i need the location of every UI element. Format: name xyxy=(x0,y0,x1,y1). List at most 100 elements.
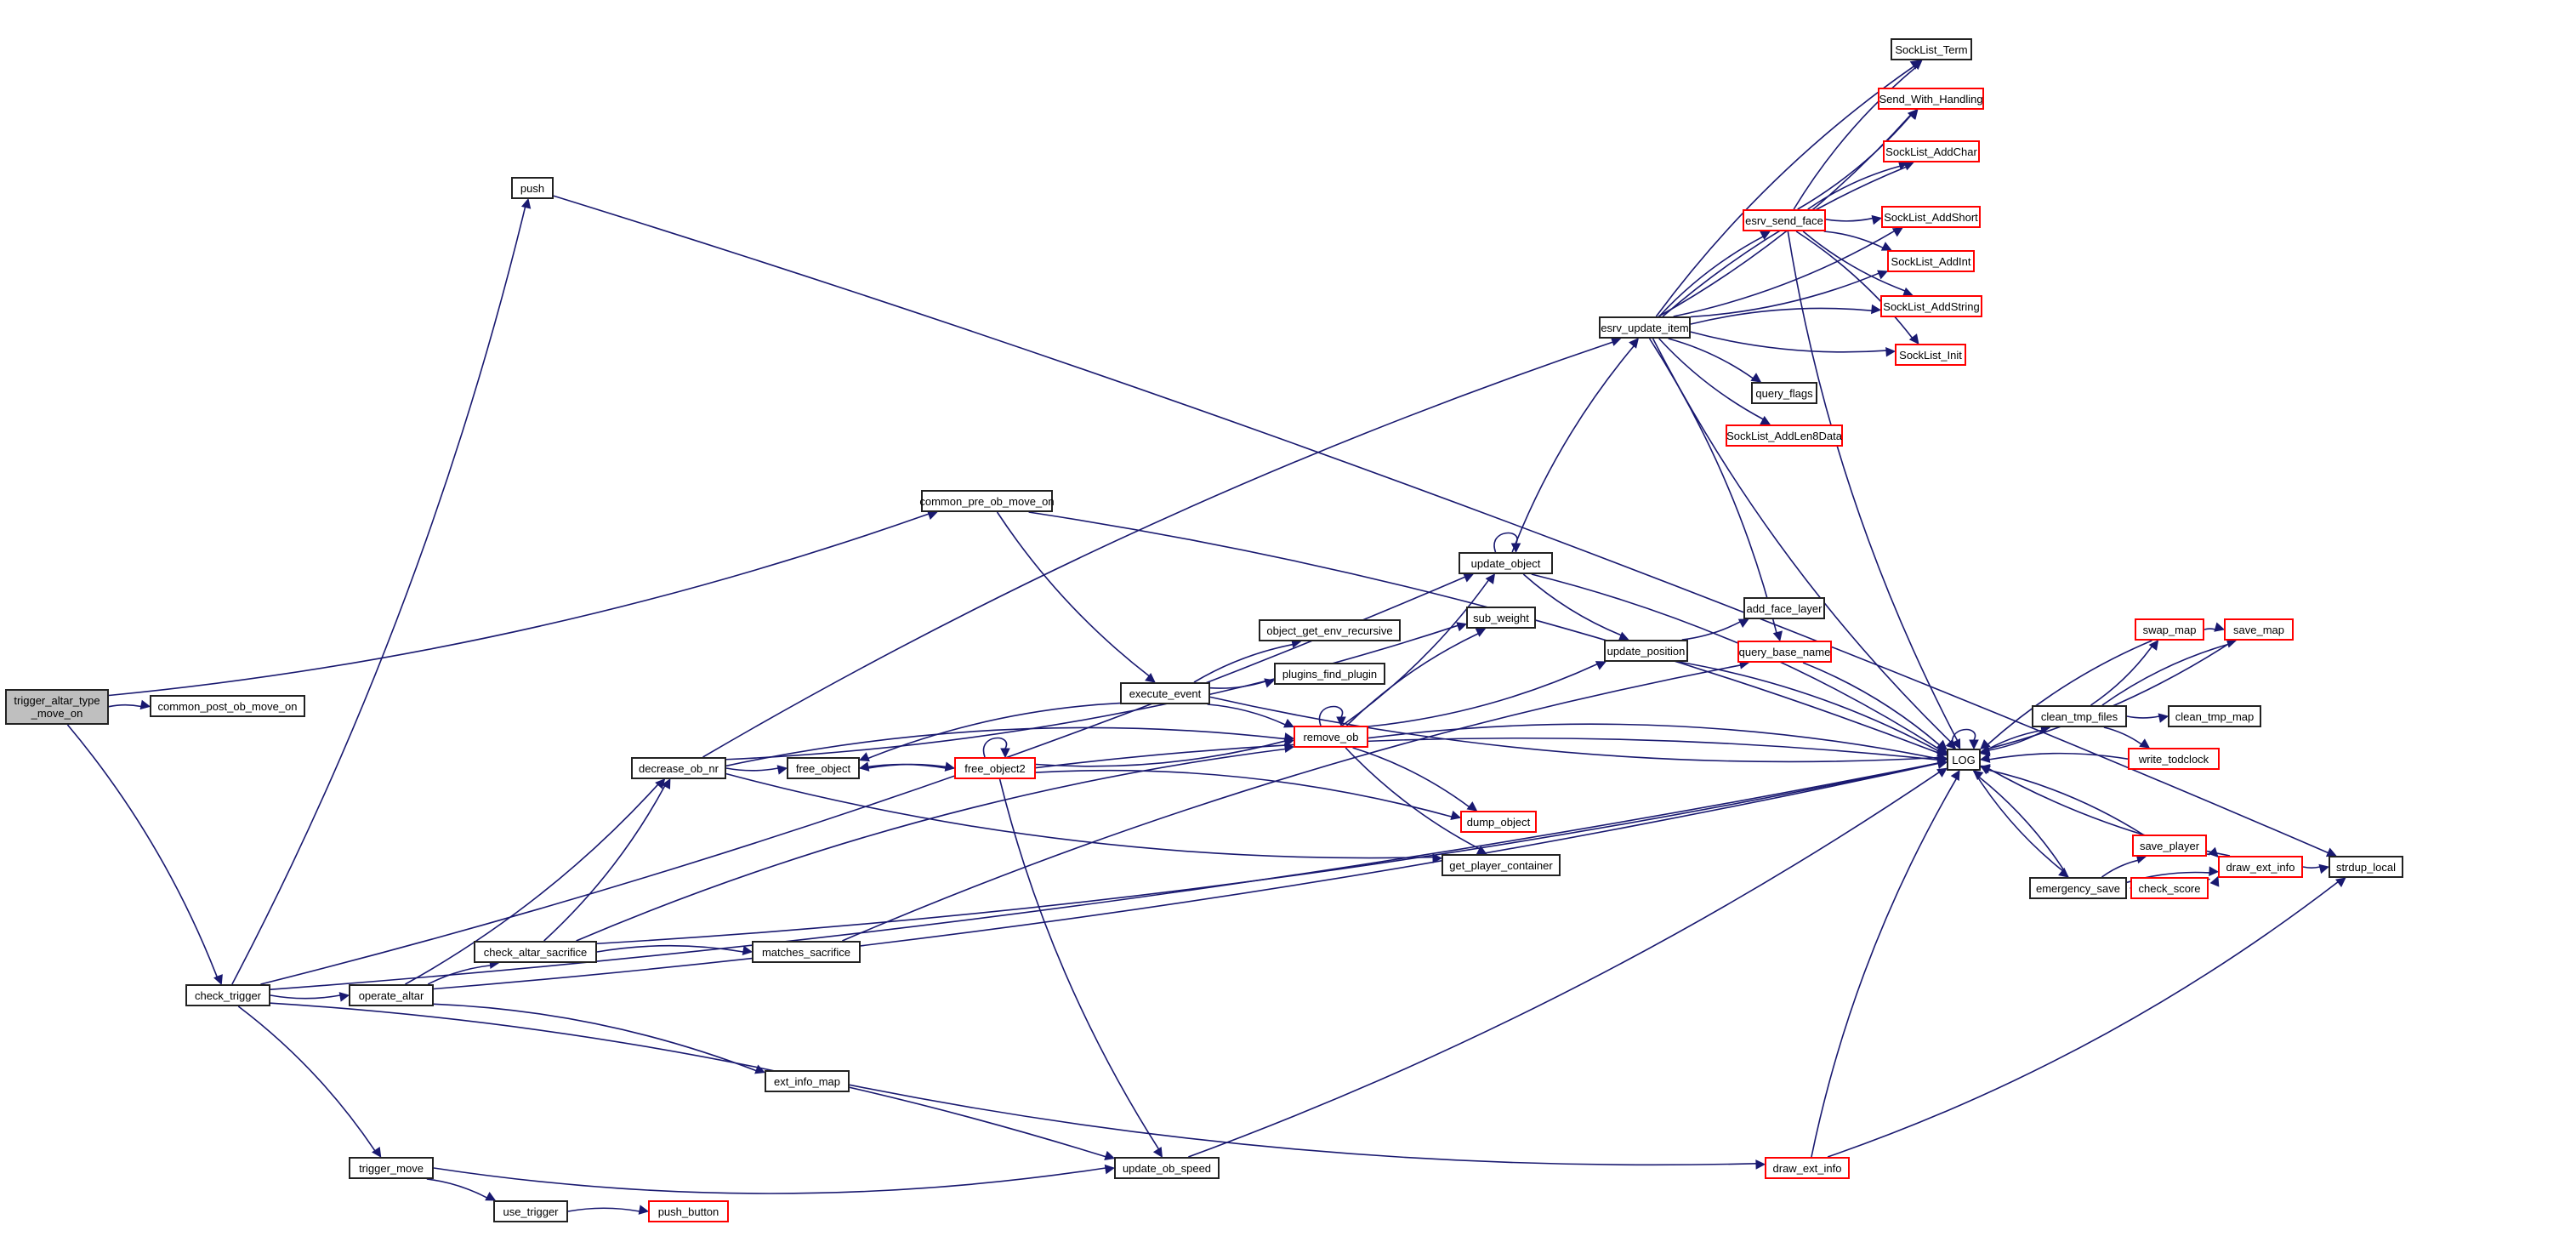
node-execute-event[interactable]: execute_event xyxy=(1120,682,1210,704)
node-push-button[interactable]: push_button xyxy=(648,1200,729,1222)
arrowhead xyxy=(1595,661,1606,670)
node-check-trigger[interactable]: check_trigger xyxy=(185,984,270,1006)
node-draw-ext-info-a[interactable]: draw_ext_info xyxy=(2218,856,2303,878)
edge-esrv-update-item-to-socklist-addshort xyxy=(1673,227,1903,317)
arrowhead xyxy=(1432,853,1443,863)
node-socklist-addshort[interactable]: SockList_AddShort xyxy=(1881,206,1981,228)
node-clean-tmp-files[interactable]: clean_tmp_files xyxy=(2032,705,2127,727)
edge-trigger-altar-type-move-on-to-check-trigger xyxy=(66,724,223,986)
edge-trigger-move-to-update-ob-speed xyxy=(433,1164,1116,1194)
arrowhead xyxy=(638,1205,650,1215)
node-esrv-send-face[interactable]: esrv_send_face xyxy=(1743,209,1826,231)
node-check-score[interactable]: check_score xyxy=(2130,877,2209,899)
node-draw-ext-info-b[interactable]: draw_ext_info xyxy=(1765,1157,1850,1179)
node-log[interactable]: LOG xyxy=(1947,749,1981,771)
edge-esrv-update-item-to-socklist-addstring xyxy=(1690,304,1882,325)
node-push[interactable]: push xyxy=(511,177,554,199)
node-decrease-ob-nr[interactable]: decrease_ob_nr xyxy=(631,757,726,779)
edge-free-object2-to-dump-object xyxy=(1035,769,1462,821)
edge-esrv-send-face-to-send-with-handling xyxy=(1797,109,1919,210)
node-ext-info-map[interactable]: ext_info_map xyxy=(765,1070,850,1092)
node-add-face-layer[interactable]: add_face_layer xyxy=(1743,597,1825,619)
node-socklist-addstring[interactable]: SockList_AddString xyxy=(1880,295,1982,317)
edge-clean-tmp-files-to-swap-map xyxy=(2090,640,2159,706)
node-get-player-container[interactable]: get_player_container xyxy=(1442,854,1561,876)
node-socklist-addchar[interactable]: SockList_AddChar xyxy=(1883,140,1980,162)
edge-esrv-update-item-to-query-flags xyxy=(1668,338,1762,383)
edge-esrv-send-face-to-socklist-addstring xyxy=(1802,231,1914,297)
arrowhead xyxy=(1912,60,1923,71)
edge-esrv-update-item-to-socklist-addint xyxy=(1690,270,1889,318)
node-common-post-ob-move-on[interactable]: common_post_ob_move_on xyxy=(150,695,305,717)
arrowhead xyxy=(1629,338,1640,349)
node-strdup-local[interactable]: strdup_local xyxy=(2329,856,2403,878)
arrowhead xyxy=(1951,738,1961,749)
arrowhead xyxy=(1936,739,1948,750)
node-matches-sacrifice[interactable]: matches_sacrifice xyxy=(752,941,861,963)
node-write-todclock[interactable]: write_todclock xyxy=(2128,748,2220,770)
node-emergency-save[interactable]: emergency_save xyxy=(2029,877,2127,899)
arrowhead xyxy=(1750,373,1762,383)
node-update-position[interactable]: update_position xyxy=(1604,640,1688,662)
node-update-object[interactable]: update_object xyxy=(1459,552,1553,574)
node-trigger-altar-type-move-on[interactable]: trigger_altar_type _move_on xyxy=(5,689,109,725)
node-socklist-init[interactable]: SockList_Init xyxy=(1895,344,1966,366)
edge-free-object2-to-free-object xyxy=(858,761,955,772)
arrowhead xyxy=(2209,875,2220,887)
arrowhead xyxy=(1871,214,1883,225)
edge-esrv-send-face-to-log xyxy=(1787,231,1961,749)
edge-free-object2-to-update-ob-speed xyxy=(998,778,1163,1158)
arrowhead xyxy=(1972,770,1984,781)
edge-decrease-ob-nr-to-sub-weight xyxy=(725,622,1468,761)
node-dump-object[interactable]: dump_object xyxy=(1460,811,1537,833)
arrowhead xyxy=(1936,752,1948,762)
edge-draw-ext-info-b-to-strdup-local xyxy=(1827,877,2346,1158)
edge-write-todclock-to-log xyxy=(1979,752,2129,763)
edge-decrease-ob-nr-to-free-object xyxy=(725,765,788,775)
arrowhead xyxy=(2158,713,2169,723)
arrowhead xyxy=(1772,630,1783,642)
node-update-ob-speed[interactable]: update_ob_speed xyxy=(1114,1157,1220,1179)
edge-update-position-to-add-face-layer xyxy=(1681,618,1749,641)
edge-esrv-update-item-to-socklist-init xyxy=(1690,331,1896,357)
edge-emergency-save-to-log xyxy=(1972,770,2069,878)
node-esrv-update-item[interactable]: esrv_update_item xyxy=(1599,316,1691,339)
node-common-pre-ob-move-on[interactable]: common_pre_ob_move_on xyxy=(919,490,1055,512)
node-query-flags[interactable]: query_flags xyxy=(1751,382,1817,404)
node-object-get-env-recursive[interactable]: object_get_env_recursive xyxy=(1259,619,1401,641)
arrowhead xyxy=(1104,1164,1116,1175)
node-query-base-name[interactable]: query_base_name xyxy=(1737,641,1832,663)
arrowhead xyxy=(1880,242,1892,251)
node-socklist-addlen8data[interactable]: SockList_AddLen8Data xyxy=(1726,424,1843,447)
node-clean-tmp-map[interactable]: clean_tmp_map xyxy=(2168,705,2261,727)
node-socklist-term[interactable]: SockList_Term xyxy=(1891,38,1972,60)
node-use-trigger[interactable]: use_trigger xyxy=(493,1200,568,1222)
arrowhead xyxy=(858,761,870,772)
arrowhead xyxy=(754,1064,766,1074)
node-free-object[interactable]: free_object xyxy=(787,757,860,779)
node-save-map[interactable]: save_map xyxy=(2224,618,2294,641)
node-save-player[interactable]: save_player xyxy=(2132,835,2207,857)
arrowhead xyxy=(1760,231,1771,241)
arrowhead xyxy=(1450,810,1462,821)
node-socklist-addint[interactable]: SockList_AddInt xyxy=(1887,250,1975,272)
edge-draw-ext-info-a-to-strdup-local xyxy=(2302,863,2330,874)
node-send-with-handling[interactable]: Send_With_Handling xyxy=(1878,88,1984,110)
arrowhead xyxy=(858,752,870,762)
arrowhead xyxy=(1871,304,1882,315)
edge-ext-info-map-to-draw-ext-info-b xyxy=(849,1084,1766,1170)
node-trigger-move[interactable]: trigger_move xyxy=(349,1157,434,1179)
arrowhead xyxy=(485,1191,497,1201)
edge-check-trigger-to-trigger-move xyxy=(237,1005,382,1158)
node-free-object2[interactable]: free_object2 xyxy=(954,757,1036,779)
node-sub-weight[interactable]: sub_weight xyxy=(1466,607,1536,629)
edge-esrv-send-face-to-socklist-addshort xyxy=(1825,214,1883,225)
node-check-altar-sacrifice[interactable]: check_altar_sacrifice xyxy=(474,941,597,963)
edge-swap-map-to-save-map xyxy=(2204,622,2226,632)
node-plugins-find-plugin[interactable]: plugins_find_plugin xyxy=(1274,663,1385,685)
arrowhead xyxy=(1979,744,1991,755)
arrowhead xyxy=(742,945,753,955)
node-swap-map[interactable]: swap_map xyxy=(2135,618,2204,641)
node-operate-altar[interactable]: operate_altar xyxy=(349,984,434,1006)
node-remove-ob[interactable]: remove_ob xyxy=(1294,726,1368,748)
